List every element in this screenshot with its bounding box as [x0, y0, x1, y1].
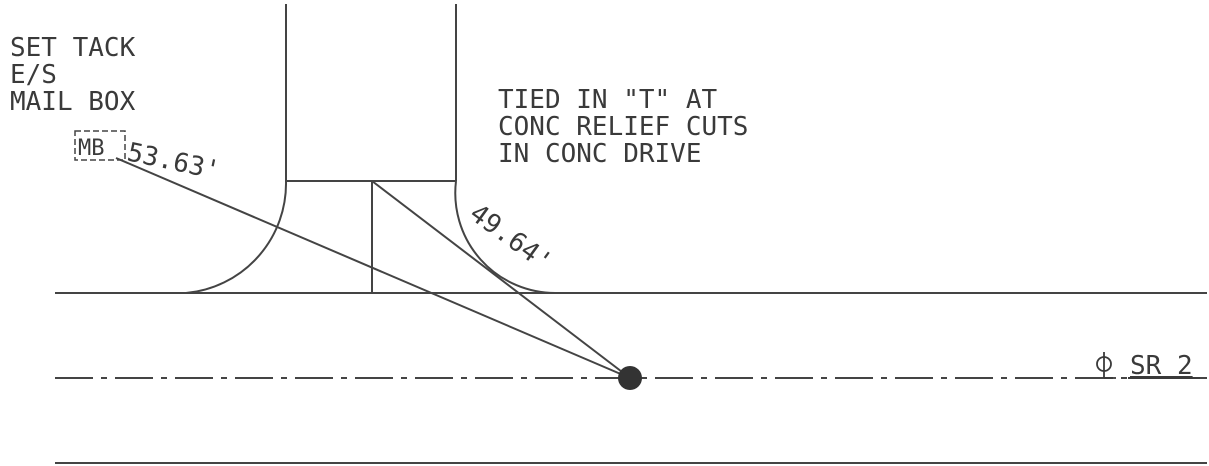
centerline-symbol-icon — [1096, 352, 1116, 379]
tie-line-to-mailbox — [115, 157, 631, 379]
note-right-line-2: CONC RELIEF CUTS — [498, 112, 748, 142]
centerline-label: SR 2 — [1130, 351, 1193, 381]
distance-label-mailbox: 53.63' — [125, 138, 223, 187]
tie-line-to-drive — [371, 180, 631, 379]
note-left-line-2: E/S — [10, 60, 57, 90]
note-left-line-3: MAIL BOX — [10, 87, 136, 117]
curb-return-left — [185, 180, 288, 294]
note-right-line-1: TIED IN "T" AT — [498, 85, 717, 115]
mailbox-label: MB — [78, 136, 105, 161]
control-point — [618, 366, 642, 390]
curb-return-right — [454, 180, 557, 295]
mailbox-symbol — [74, 130, 126, 161]
note-left-line-1: SET TACK — [10, 33, 136, 63]
note-right-line-3: IN CONC DRIVE — [498, 139, 702, 169]
distance-label-drive: 49.64' — [464, 198, 558, 277]
